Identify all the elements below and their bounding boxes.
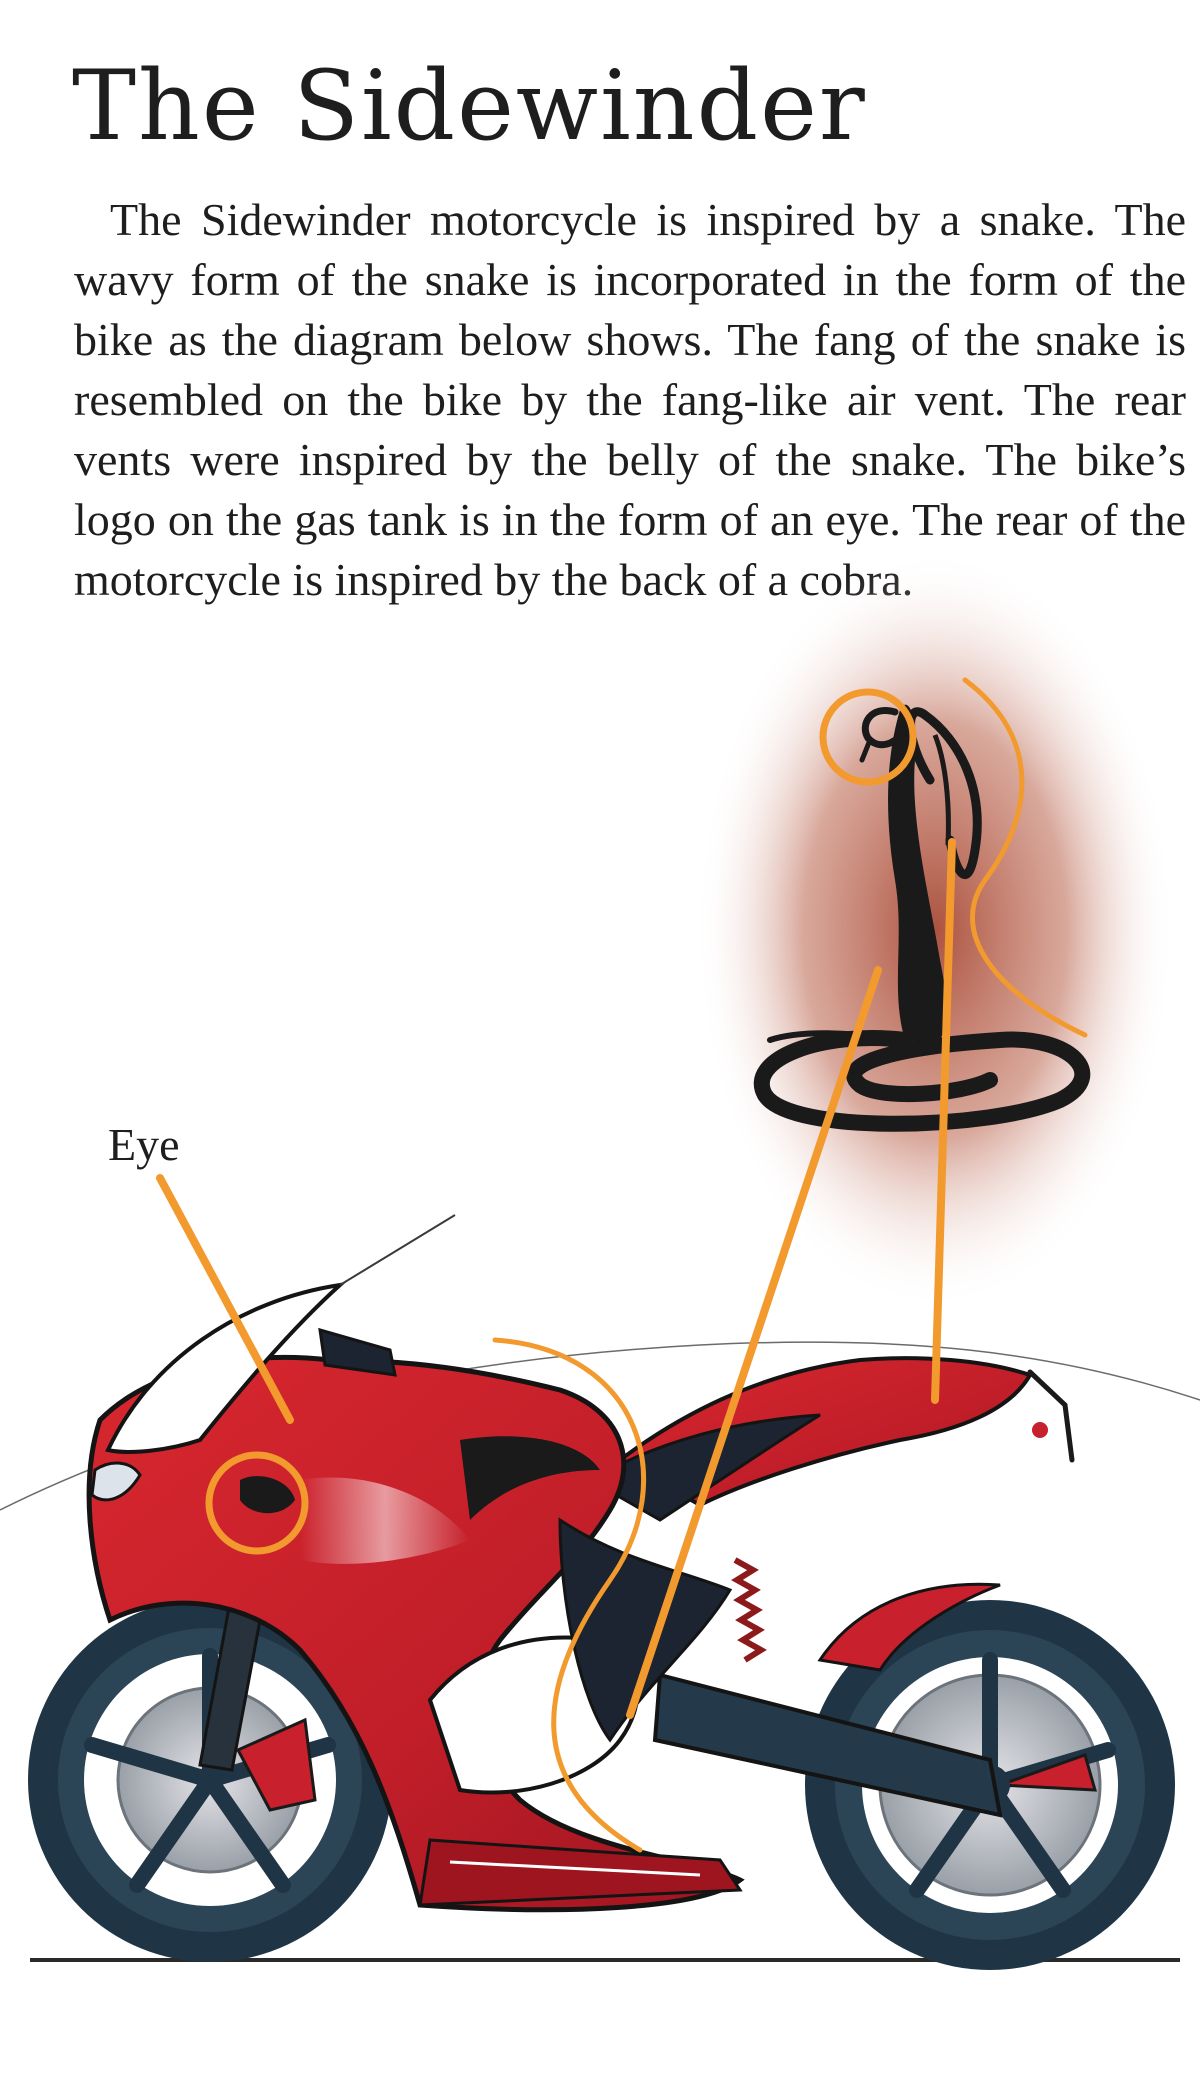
cobra-fang [859, 737, 873, 763]
annotations [156, 677, 1088, 1853]
cobra-illustration [695, 550, 1175, 1310]
eye-logo-circle [205, 1451, 309, 1555]
hood-pointer-line [931, 838, 956, 1404]
front-wheel [28, 1598, 392, 1962]
handlebar [318, 1327, 397, 1377]
windscreen-tip [339, 1214, 456, 1286]
rear-shock-spring [731, 1557, 767, 1663]
tank-highlight [300, 1477, 470, 1564]
fang-pointer-line [626, 966, 882, 1719]
rear-fender [817, 1582, 1001, 1672]
cobra-head-circle [819, 688, 917, 786]
cobra-body [888, 704, 947, 1045]
eye-logo [240, 1476, 295, 1514]
cobra-tail [767, 1030, 903, 1043]
cobra-coil [753, 1030, 1091, 1132]
eye-pointer-line [156, 1174, 294, 1424]
front-caliper [235, 1717, 317, 1812]
cobra-glow [695, 550, 1175, 1310]
page-title: The Sidewinder [72, 50, 867, 162]
belly-vents [418, 1838, 743, 1907]
headlight [90, 1461, 142, 1502]
cobra-head [861, 707, 909, 749]
windscreen [105, 1282, 347, 1454]
motorcycle-illustration [28, 1214, 1175, 1970]
bike-wave-curve [492, 1337, 647, 1853]
cobra-back-curve [962, 677, 1088, 1038]
tail-light [1027, 1369, 1075, 1463]
eye-label: Eye [108, 1119, 180, 1170]
fang-air-vent [460, 1436, 600, 1520]
intro-paragraph: The Sidewinder motorcycle is inspired by… [74, 194, 1186, 605]
cobra-hood-inner [932, 734, 951, 846]
swingarm [652, 1672, 1003, 1818]
rear-caliper [999, 1753, 1098, 1792]
frame-tube [558, 1517, 733, 1743]
